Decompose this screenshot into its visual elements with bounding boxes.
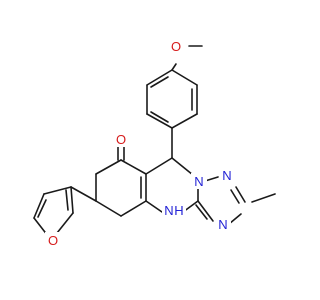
nh-nitrogen-label: N	[164, 203, 173, 218]
furan-oxygen-label: O	[48, 233, 58, 248]
bond-o-aryl	[171, 63, 177, 71]
triazole-ring	[195, 176, 246, 225]
molecule-structure: O O O N N N N H	[33, 38, 276, 248]
nh-hydrogen-label: H	[174, 203, 183, 218]
triazole-nitrogen-top-label: N	[222, 168, 231, 183]
triazole-nitrogen-bottom-label: N	[218, 217, 227, 232]
furan-ring	[33, 186, 74, 237]
bond-triazole-methyl	[251, 193, 276, 203]
methoxyphenyl-ring	[146, 69, 198, 129]
ether-oxygen-label: O	[171, 39, 181, 54]
ketone-oxygen-label: O	[116, 132, 126, 147]
bond-c6-furan	[70, 186, 97, 202]
molecule-canvas: O O O N N N N H	[33, 38, 276, 248]
bridgehead-nitrogen-label: N	[194, 174, 203, 189]
cyclohexenone-ring	[95, 159, 147, 217]
